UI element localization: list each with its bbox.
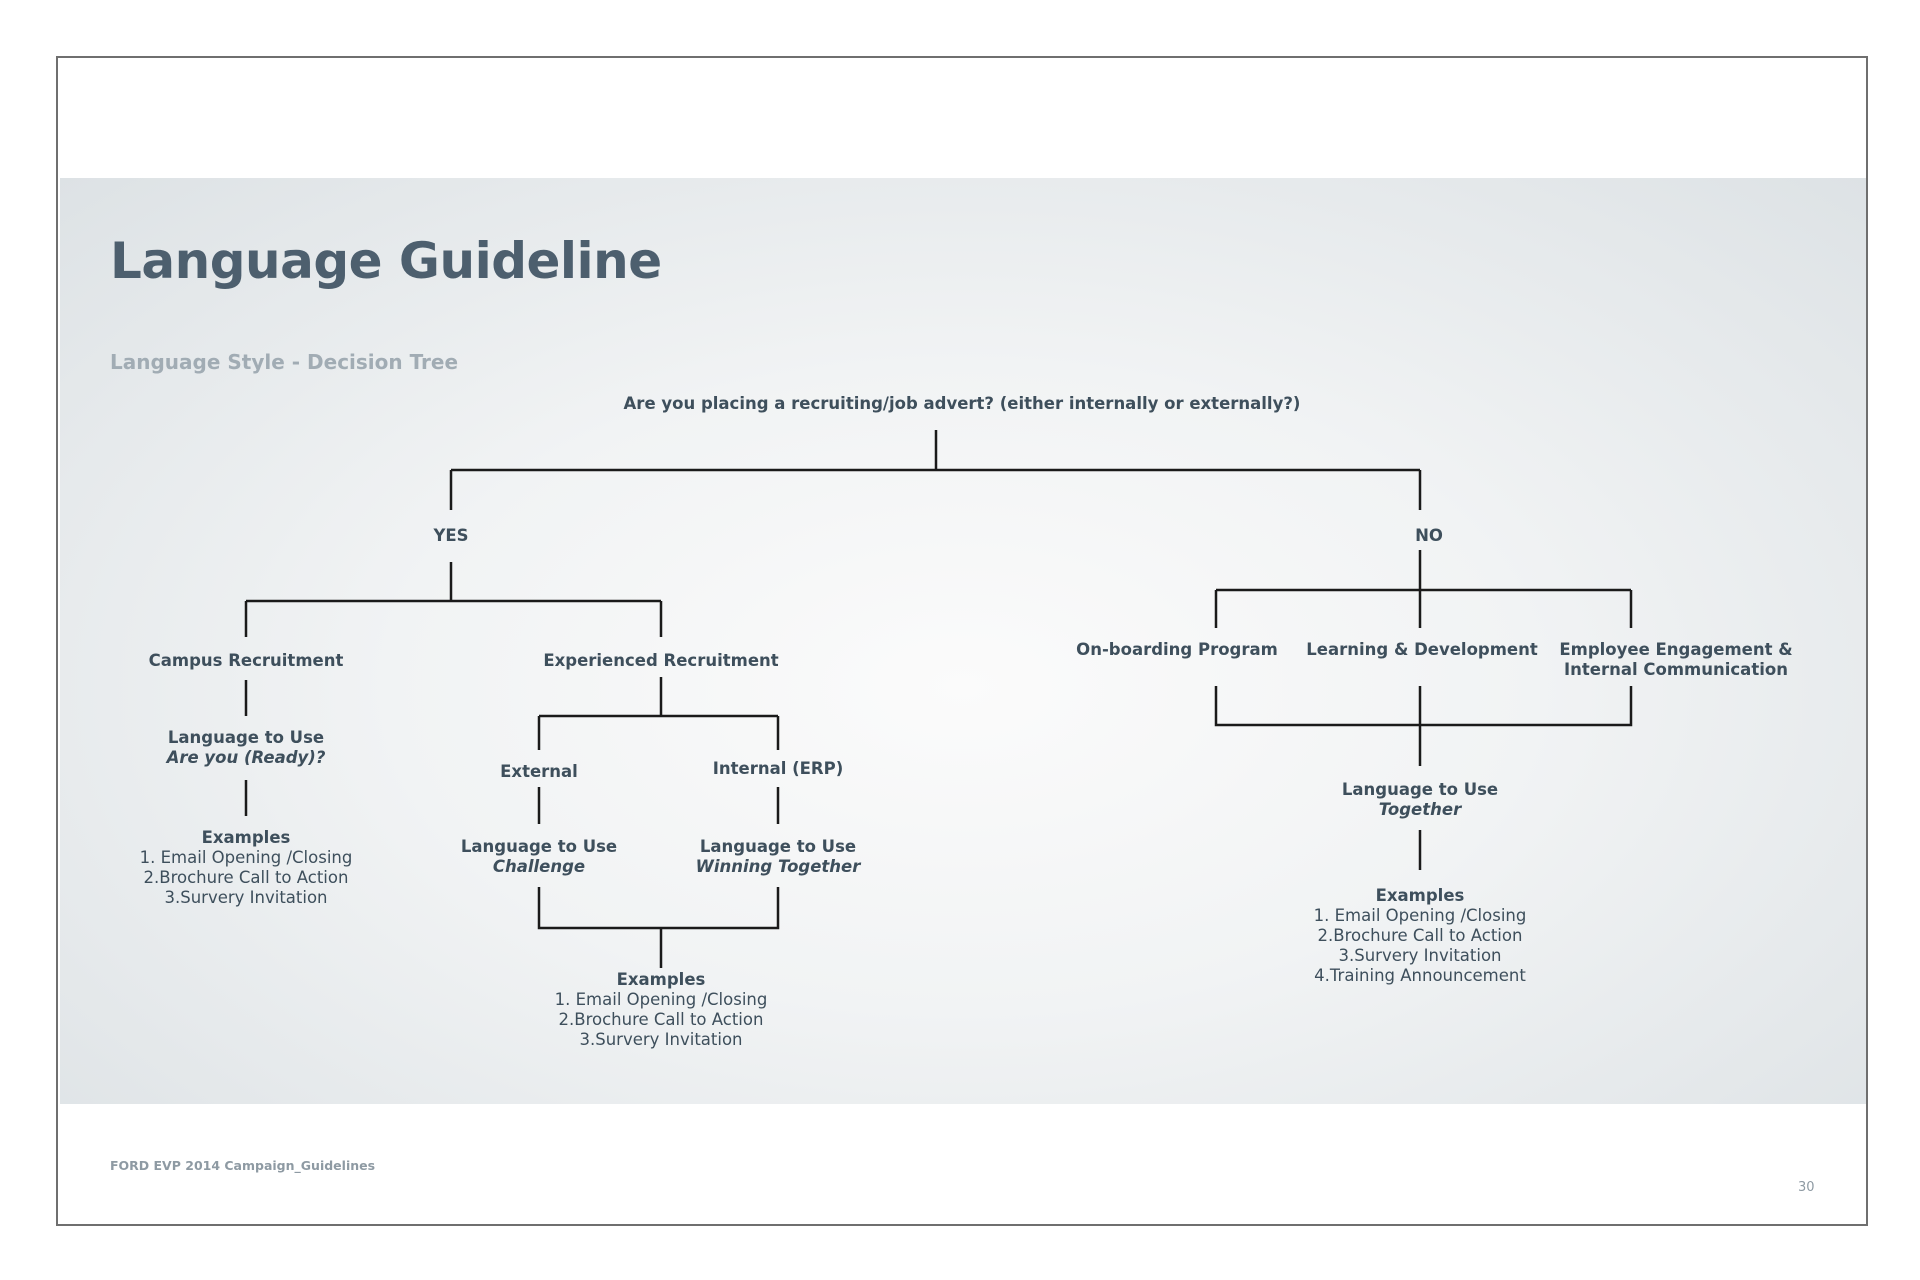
internal-erp-label: Internal (ERP) — [712, 759, 844, 778]
together-language-heading: Language to Use — [1341, 780, 1499, 799]
external-language-block: Language to Use Challenge — [461, 837, 617, 877]
yes-label: YES — [433, 526, 469, 545]
root-connector — [449, 430, 1422, 510]
root-question: Are you placing a recruiting/job advert?… — [623, 394, 1301, 413]
experienced-examples-block: Examples 1. Email Opening /Closing 2.Bro… — [555, 970, 768, 1050]
external-language-value: Challenge — [492, 857, 586, 876]
internal-language-heading: Language to Use — [699, 837, 857, 856]
yes-connector — [244, 562, 663, 637]
together-language-value: Together — [1378, 800, 1462, 819]
experienced-connector — [537, 677, 780, 750]
internal-language-block: Language to Use Winning Together — [696, 837, 861, 877]
employee-engagement-block: Employee Engagement & Internal Communica… — [1559, 640, 1792, 680]
campus-recruitment-label: Campus Recruitment — [148, 651, 344, 670]
campus-example-item: 1. Email Opening /Closing — [139, 848, 353, 867]
external-language-heading: Language to Use — [460, 837, 618, 856]
campus-language-value: Are you (Ready)? — [166, 748, 326, 767]
onboarding-program-label: On-boarding Program — [1076, 640, 1278, 659]
programs-merge-connector — [1214, 686, 1633, 766]
together-language-block: Language to Use Together — [1342, 780, 1498, 820]
page-title: Language Guideline — [110, 232, 662, 290]
campus-examples-block: Examples 1. Email Opening /Closing 2.Bro… — [140, 828, 353, 908]
no-connector — [1214, 550, 1633, 628]
experienced-example-item: 2.Brochure Call to Action — [558, 1010, 764, 1029]
experienced-example-item: 1. Email Opening /Closing — [554, 990, 768, 1009]
experienced-merge-connector — [537, 887, 780, 968]
content-band — [60, 178, 1866, 1104]
experienced-examples-heading: Examples — [616, 970, 706, 989]
no-label: NO — [1415, 526, 1443, 545]
campus-examples-heading: Examples — [201, 828, 291, 847]
campus-language-block: Language to Use Are you (Ready)? — [167, 728, 326, 768]
no-example-item: 3.Survery Invitation — [1338, 946, 1502, 965]
no-example-item: 1. Email Opening /Closing — [1313, 906, 1527, 925]
internal-language-value: Winning Together — [695, 857, 861, 876]
no-example-item: 4.Training Announcement — [1314, 966, 1526, 985]
campus-language-heading: Language to Use — [167, 728, 325, 747]
campus-example-item: 3.Survery Invitation — [164, 888, 328, 907]
external-label: External — [500, 762, 578, 781]
footer-text: FORD EVP 2014 Campaign_Guidelines — [110, 1158, 376, 1173]
page-subtitle: Language Style - Decision Tree — [110, 350, 459, 374]
no-examples-heading: Examples — [1375, 886, 1465, 905]
campus-example-item: 2.Brochure Call to Action — [143, 868, 349, 887]
experienced-example-item: 3.Survery Invitation — [579, 1030, 743, 1049]
learning-development-label: Learning & Development — [1306, 640, 1538, 659]
no-examples-block: Examples 1. Email Opening /Closing 2.Bro… — [1314, 886, 1527, 986]
page-frame — [56, 56, 1868, 1226]
employee-engagement-line2: Internal Communication — [1564, 660, 1788, 679]
page-number: 30 — [1798, 1180, 1815, 1195]
employee-engagement-line1: Employee Engagement & — [1559, 640, 1793, 659]
no-example-item: 2.Brochure Call to Action — [1317, 926, 1523, 945]
experienced-recruitment-label: Experienced Recruitment — [543, 651, 779, 670]
